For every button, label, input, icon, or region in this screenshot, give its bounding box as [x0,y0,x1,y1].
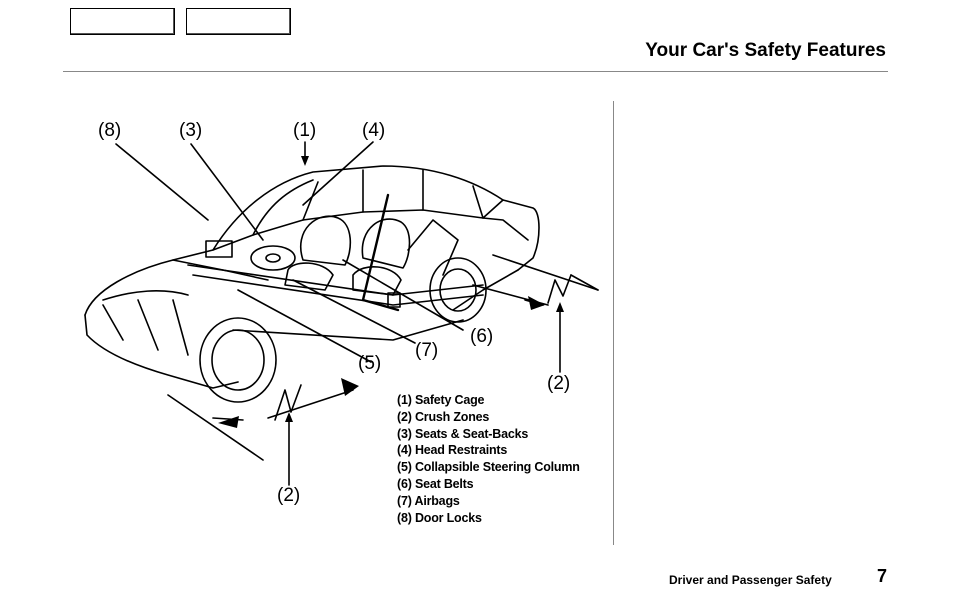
nav-button-previous[interactable] [70,8,175,35]
page-title: Your Car's Safety Features [645,40,886,61]
legend-item: (8) Door Locks [397,510,482,525]
legend-item: (7) Airbags [397,493,460,508]
page-number: 7 [877,566,888,586]
column-divider [613,101,614,545]
callout-1: (1) [293,120,317,141]
callout-2-rear: (2) [547,373,571,394]
callout-8: (8) [98,120,122,141]
car-illustration [84,141,599,486]
legend-item: (2) Crush Zones [397,409,490,424]
callout-3: (3) [179,120,203,141]
header-divider [63,71,888,72]
nav-button-next[interactable] [186,8,291,35]
legend-item: (6) Seat Belts [397,476,474,491]
legend-item: (3) Seats & Seat-Backs [397,426,529,441]
legend-item: (1) Safety Cage [397,393,485,407]
callout-4: (4) [362,120,386,141]
car-safety-diagram: (8) (3) (1) (4) (6) (7) (5) (2) (2) [63,100,608,518]
legend-item: (4) Head Restraints [397,443,508,458]
callout-2-front: (2) [277,485,301,506]
callout-6: (6) [470,326,494,347]
callout-7: (7) [415,340,439,361]
figure-legend: (1) Safety Cage (2) Crush Zones (3) Seat… [397,392,580,526]
legend-item: (5) Collapsible Steering Column [397,460,580,475]
callout-5: (5) [358,353,382,374]
footer-section-title: Driver and Passenger Safety [669,573,832,587]
